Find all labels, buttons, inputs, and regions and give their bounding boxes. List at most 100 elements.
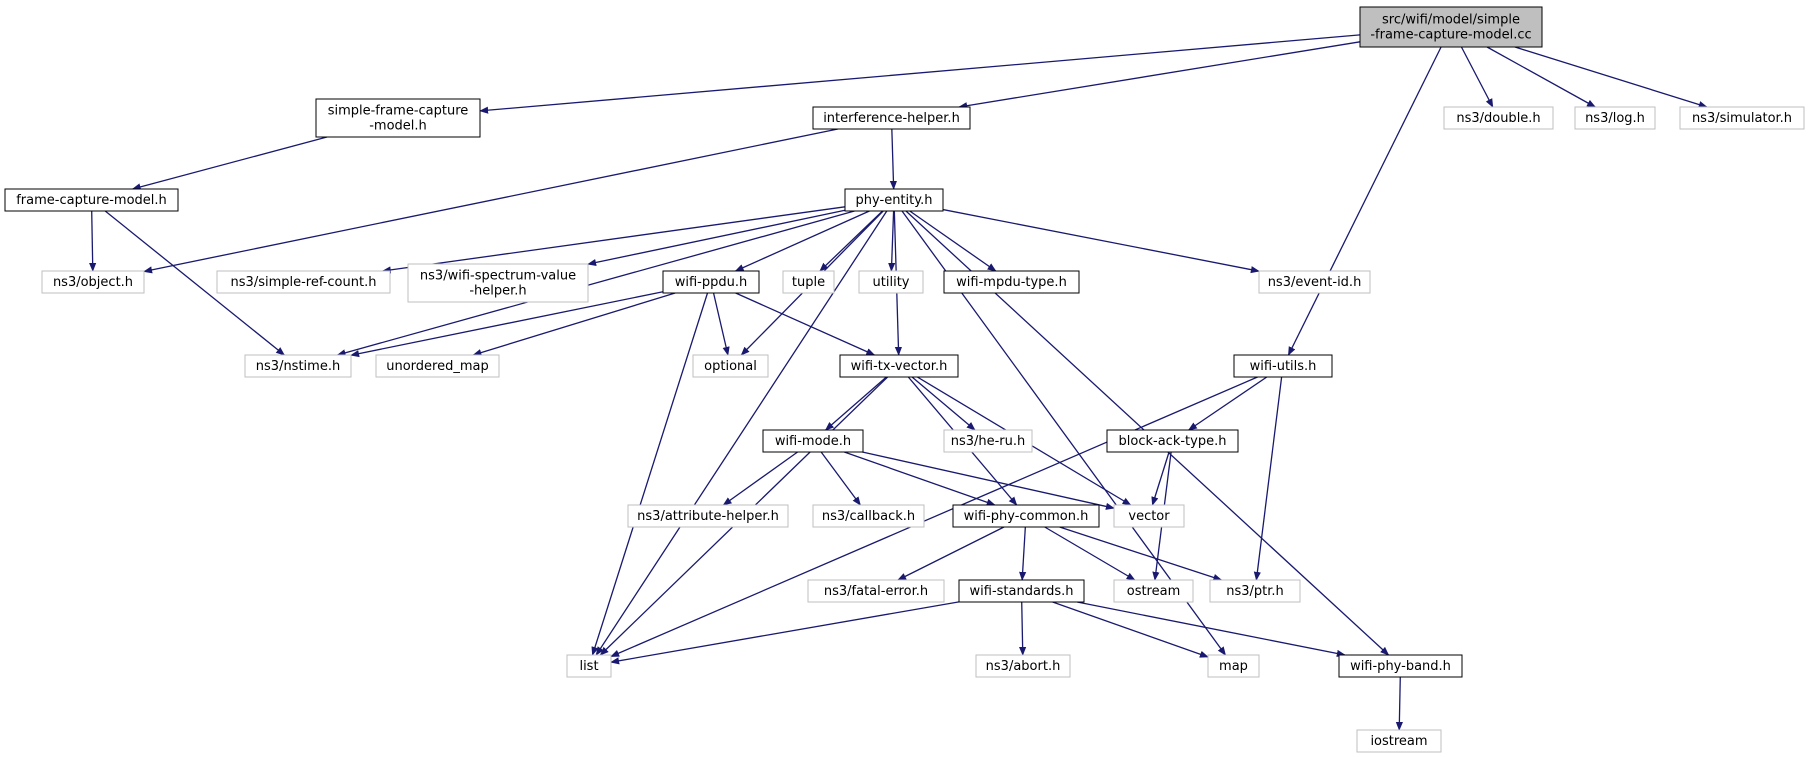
- edge-wutils-to-bat: [1187, 376, 1268, 431]
- node-cb: ns3/callback.h: [812, 504, 925, 528]
- node-list: list: [566, 654, 612, 678]
- edge-ppdu-to-txv: [735, 292, 876, 356]
- edge-phy-to-mpdu: [909, 210, 997, 272]
- node-label: wifi-phy-common.h: [964, 509, 1089, 524]
- node-label: -model.h: [369, 119, 427, 134]
- node-obj: ns3/object.h: [41, 270, 145, 294]
- node-tuple: tuple: [782, 270, 835, 294]
- node-ih[interactable]: interference-helper.h: [812, 106, 971, 130]
- edge-ppdu-to-optional: [712, 292, 730, 356]
- node-label: ns3/abort.h: [986, 659, 1061, 674]
- node-sfcm[interactable]: simple-frame-capture-model.h: [315, 98, 481, 138]
- edge-ppdu-to-umap: [472, 292, 676, 357]
- node-label: wifi-mode.h: [775, 434, 851, 449]
- node-label: tuple: [792, 275, 825, 290]
- node-wutils[interactable]: wifi-utils.h: [1233, 354, 1333, 378]
- node-box: [952, 504, 1100, 528]
- node-txv[interactable]: wifi-tx-vector.h: [839, 354, 959, 378]
- edge-std-to-list: [610, 601, 960, 665]
- node-label: wifi-phy-band.h: [1350, 659, 1451, 674]
- node-label: wifi-tx-vector.h: [851, 359, 948, 374]
- node-label: simple-frame-capture: [328, 104, 469, 119]
- node-box: [762, 429, 864, 453]
- edge-root-to-sfcm: [479, 34, 1361, 114]
- node-box: [807, 579, 945, 603]
- node-phy[interactable]: phy-entity.h: [844, 188, 944, 212]
- node-attr: ns3/attribute-helper.h: [627, 504, 789, 528]
- node-label: ns3/ptr.h: [1226, 584, 1284, 599]
- node-nstime: ns3/nstime.h: [244, 354, 352, 378]
- node-box: [566, 654, 612, 678]
- node-box: [1356, 729, 1442, 753]
- edge-mode-to-vector: [862, 451, 1115, 510]
- node-ns3double: ns3/double.h: [1443, 106, 1554, 130]
- node-box: [975, 654, 1071, 678]
- node-src: ns3/simple-ref-count.h: [216, 270, 391, 294]
- node-box: [1113, 579, 1194, 603]
- edge-layer: [89, 34, 1708, 731]
- node-label: interference-helper.h: [823, 111, 960, 126]
- edge-root-to-ns3double: [1460, 46, 1494, 108]
- node-band[interactable]: wifi-phy-band.h: [1338, 654, 1463, 678]
- edge-std-to-band: [1076, 601, 1346, 657]
- node-label: ns3/attribute-helper.h: [637, 509, 779, 524]
- node-label: ns3/simulator.h: [1692, 111, 1792, 126]
- node-fatal: ns3/fatal-error.h: [807, 579, 945, 603]
- node-label: wifi-ppdu.h: [675, 275, 748, 290]
- node-pcommon[interactable]: wifi-phy-common.h: [952, 504, 1100, 528]
- node-box: [1258, 270, 1371, 294]
- node-label: -helper.h: [469, 284, 526, 299]
- node-label: unordered_map: [386, 359, 489, 374]
- node-box: [1338, 654, 1463, 678]
- node-label: map: [1219, 659, 1248, 674]
- edge-root-to-ih: [958, 41, 1361, 110]
- node-ns3sim: ns3/simulator.h: [1679, 106, 1805, 130]
- node-box: [1106, 429, 1239, 453]
- node-label: ns3/double.h: [1456, 111, 1540, 126]
- edge-mode-to-cb: [820, 451, 861, 506]
- node-optional: optional: [692, 354, 769, 378]
- edge-ppdu-to-list: [591, 292, 709, 656]
- edge-pcommon-to-ostream: [1044, 526, 1136, 581]
- node-layer: src/wifi/model/simple-frame-capture-mode…: [4, 6, 1805, 753]
- edge-phy-to-nstime: [336, 210, 855, 357]
- node-eventid: ns3/event-id.h: [1258, 270, 1371, 294]
- node-box: [943, 429, 1033, 453]
- edge-txv-to-mode: [824, 376, 887, 431]
- node-abort: ns3/abort.h: [975, 654, 1071, 678]
- node-box: [1113, 504, 1185, 528]
- node-ns3log: ns3/log.h: [1574, 106, 1656, 130]
- node-box: [41, 270, 145, 294]
- node-label: wifi-mpdu-type.h: [956, 275, 1067, 290]
- node-iostream: iostream: [1356, 729, 1442, 753]
- node-box: [315, 98, 481, 138]
- node-box: [1209, 579, 1301, 603]
- node-label: frame-capture-model.h: [16, 193, 167, 208]
- edge-root-to-wutils: [1287, 46, 1442, 356]
- edge-root-to-ns3sim: [1514, 46, 1708, 109]
- edge-pcommon-to-std: [1019, 526, 1027, 581]
- node-box: [844, 188, 944, 212]
- edge-phy-to-eventid: [942, 208, 1260, 274]
- node-fcm[interactable]: frame-capture-model.h: [4, 188, 179, 212]
- node-box: [627, 504, 789, 528]
- node-label: list: [579, 659, 598, 674]
- node-label: ns3/simple-ref-count.h: [231, 275, 377, 290]
- node-std[interactable]: wifi-standards.h: [958, 579, 1085, 603]
- node-box: [1359, 6, 1543, 48]
- node-mode[interactable]: wifi-mode.h: [762, 429, 864, 453]
- node-bat[interactable]: block-ack-type.h: [1106, 429, 1239, 453]
- edge-mode-to-attr: [722, 451, 798, 506]
- edge-pcommon-to-fatal: [897, 526, 1005, 581]
- node-label: wifi-standards.h: [970, 584, 1074, 599]
- node-box: [4, 188, 179, 212]
- node-mpdu[interactable]: wifi-mpdu-type.h: [943, 270, 1080, 294]
- node-label: block-ack-type.h: [1119, 434, 1227, 449]
- node-box: [216, 270, 391, 294]
- node-heru: ns3/he-ru.h: [943, 429, 1033, 453]
- edge-fcm-to-obj: [89, 210, 97, 272]
- edge-root-to-ns3log: [1486, 46, 1596, 108]
- node-ppdu[interactable]: wifi-ppdu.h: [662, 270, 760, 294]
- node-box: [958, 579, 1085, 603]
